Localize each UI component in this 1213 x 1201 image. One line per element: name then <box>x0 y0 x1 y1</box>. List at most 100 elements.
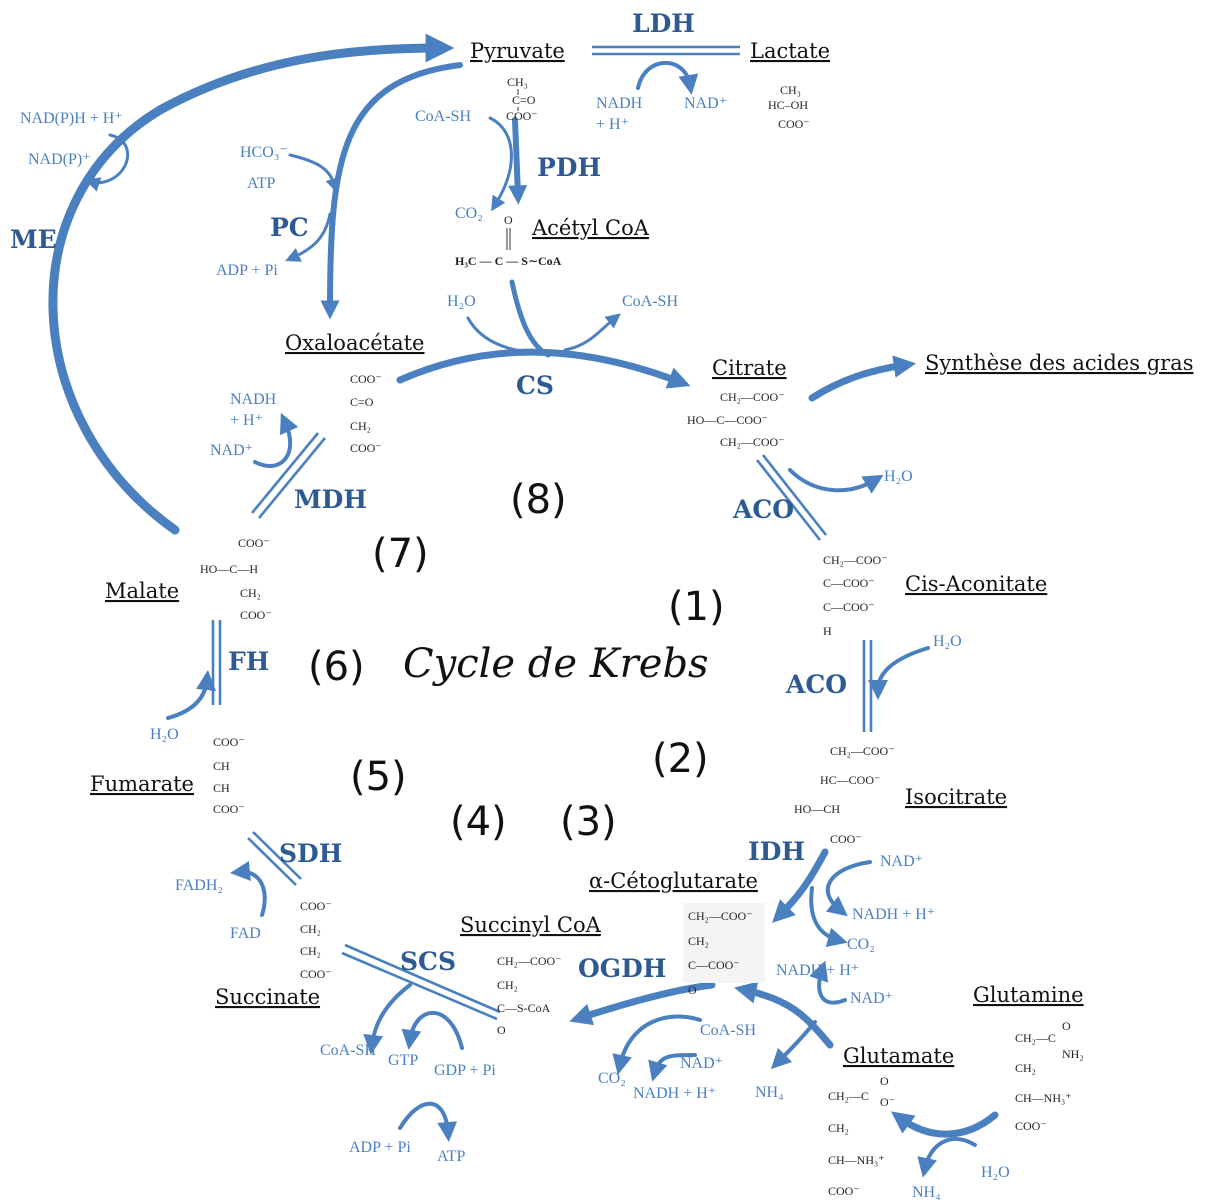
aco1-equilibrium-a <box>755 459 822 541</box>
svg-text:HC—COO⁻: HC—COO⁻ <box>820 773 880 787</box>
acetyl-coa-label: Acétyl CoA <box>531 216 650 240</box>
svg-text:CH₂—COO⁻: CH₂—COO⁻ <box>720 435 785 449</box>
mdh-nadh: NADH <box>230 391 277 408</box>
glutamine-label: Glutamine <box>973 983 1084 1007</box>
svg-text:COO⁻: COO⁻ <box>238 536 270 550</box>
pc-cofactor-in-arrow <box>288 153 340 194</box>
step-numbers: (1) (2) (3) (4) (5) (6) (7) (8) Cycle de… <box>308 477 725 845</box>
alpha-ketoglutarate-label: α-Cétoglutarate <box>589 869 758 893</box>
glutamate-structure: CH₂—C O O⁻ CH₂ CH—NH₃⁺ COO⁻ <box>828 1074 895 1198</box>
ldh-h: + H⁺ <box>596 116 629 133</box>
fumarate-structure: COO⁻ CH CH COO⁻ <box>213 735 245 816</box>
svg-text:CH₂—COO⁻: CH₂—COO⁻ <box>688 909 753 923</box>
mdh-label: MDH <box>294 485 367 514</box>
svg-text:O: O <box>688 983 697 997</box>
svg-text:C=O: C=O <box>350 395 374 409</box>
svg-text:C—COO⁻: C—COO⁻ <box>823 576 875 590</box>
gls-h2o: H₂O <box>981 1164 1010 1181</box>
gdh-nad: NAD⁺ <box>850 990 893 1007</box>
aco1-h2o: H₂O <box>884 468 913 485</box>
ldh-nad: NAD⁺ <box>684 95 727 112</box>
svg-text:CH—NH₃⁺: CH—NH₃⁺ <box>828 1153 885 1167</box>
svg-text:O: O <box>1062 1019 1071 1033</box>
citrate-label: Citrate <box>712 356 787 380</box>
pdh-co2: CO₂ <box>455 205 483 222</box>
mdh-equilibrium-a <box>250 432 320 514</box>
scs-equilibrium-b <box>341 951 498 1021</box>
cs-h2o: H₂O <box>447 293 476 310</box>
svg-text:CH₂: CH₂ <box>350 419 371 433</box>
scs-coash: CoA-SH <box>320 1042 376 1059</box>
me-nadph: NAD(P)H + H⁺ <box>20 110 123 127</box>
svg-text:HO—C—COO⁻: HO—C—COO⁻ <box>687 413 768 427</box>
pdh-cofactor-arrow <box>488 116 513 212</box>
svg-text:CH₂—COO⁻: CH₂—COO⁻ <box>497 954 562 968</box>
isocitrate-label: Isocitrate <box>905 785 1007 809</box>
step-2: (2) <box>652 736 709 782</box>
svg-text:COO⁻: COO⁻ <box>830 832 862 846</box>
citrate-structure: CH₂—COO⁻ HO—C—COO⁻ CH₂—COO⁻ <box>687 390 785 449</box>
svg-text:COO⁻: COO⁻ <box>828 1184 860 1198</box>
sdh-equilibrium-a <box>247 837 297 886</box>
svg-text:COO⁻: COO⁻ <box>350 441 382 455</box>
oxaloacetate-structure: COO⁻ C=O CH₂ COO⁻ <box>350 372 382 455</box>
cs-h2o-arrow <box>466 316 532 354</box>
scs-coash-arrow <box>363 983 412 1055</box>
alpha-kg-structure: CH₂—COO⁻ CH₂ C—COO⁻ O <box>683 903 765 997</box>
step-7: (7) <box>372 531 429 577</box>
scs-adp: ADP + Pi <box>349 1139 411 1156</box>
molecule-structures: CH₃ C=O COO⁻ CH₃ HC–OH COO⁻ O H₃C — C — … <box>200 75 1084 1198</box>
cofactor-labels: NADH + H⁺ NAD⁺ NAD(P)H + H⁺ NAD(P)⁺ HCO₃… <box>20 95 1010 1201</box>
succinate-label: Succinate <box>215 985 320 1009</box>
cs-acetylcoa-arrow <box>509 279 551 358</box>
pc-hco3: HCO₃⁻ <box>240 144 288 161</box>
gdh-nh4-arrow <box>770 1020 817 1070</box>
aco1-h2o-arrow <box>788 468 884 494</box>
cis-aconitate-label: Cis-Aconitate <box>905 572 1047 596</box>
aco2-h2o-arrow <box>868 646 930 700</box>
fh-label: FH <box>228 647 269 676</box>
gls-nh4: NH₄ <box>912 1184 941 1201</box>
gls-arrow <box>890 1111 999 1138</box>
svg-text:CH₂—C: CH₂—C <box>828 1089 869 1103</box>
fh-h2o: H₂O <box>150 726 179 743</box>
aco1-equilibrium-b <box>761 454 828 536</box>
mdh-cofactor-arrow <box>253 412 299 468</box>
gdh-nad-arrow <box>809 960 847 1005</box>
scs-adp-atp-arrow <box>398 1101 458 1142</box>
me-label: ME <box>10 225 57 254</box>
malate-label: Malate <box>105 579 179 603</box>
idh-co2: CO₂ <box>847 936 875 953</box>
fh-h2o-arrow <box>166 670 216 720</box>
step-8: (8) <box>510 477 567 523</box>
svg-text:O⁻: O⁻ <box>880 1095 895 1109</box>
svg-text:COO⁻: COO⁻ <box>213 735 245 749</box>
aco2-label: ACO <box>785 670 847 699</box>
svg-text:H: H <box>823 624 832 638</box>
malate-structure: COO⁻ HO—C—H CH₂ COO⁻ <box>200 536 272 622</box>
svg-text:COO⁻: COO⁻ <box>506 109 538 123</box>
svg-text:COO⁻: COO⁻ <box>300 967 332 981</box>
ldh-label: LDH <box>632 9 695 38</box>
svg-text:HC–OH: HC–OH <box>768 98 808 112</box>
succinyl-coa-structure: CH₂—COO⁻ CH₂ C—S-CoA O <box>497 954 562 1037</box>
step-4: (4) <box>450 799 507 845</box>
svg-text:CH₂—COO⁻: CH₂—COO⁻ <box>823 553 888 567</box>
gdh-nadh: NADH + H⁺ <box>776 962 859 979</box>
ogdh-arrow <box>569 981 716 1026</box>
pc-atp: ATP <box>247 175 276 192</box>
sdh-fadh2: FADH₂ <box>175 877 223 894</box>
succinyl-coa-label: Succinyl CoA <box>460 913 602 937</box>
step-5: (5) <box>350 754 407 800</box>
scs-gtp: GTP <box>388 1052 418 1069</box>
svg-text:C—COO⁻: C—COO⁻ <box>688 958 740 972</box>
idh-nad-arrow <box>825 860 872 917</box>
svg-text:CH—NH₃⁺: CH—NH₃⁺ <box>1015 1091 1072 1105</box>
svg-text:H₃C — C — S∼CoA: H₃C — C — S∼CoA <box>455 254 562 268</box>
cis-aconitate-structure: CH₂—COO⁻ C—COO⁻ C—COO⁻ H <box>823 553 888 638</box>
svg-text:CH₃: CH₃ <box>507 75 528 89</box>
fumarate-label: Fumarate <box>90 772 194 796</box>
isocitrate-structure: CH₂—COO⁻ HC—COO⁻ HO—CH COO⁻ <box>794 744 895 846</box>
svg-text:CH₂—COO⁻: CH₂—COO⁻ <box>720 390 785 404</box>
